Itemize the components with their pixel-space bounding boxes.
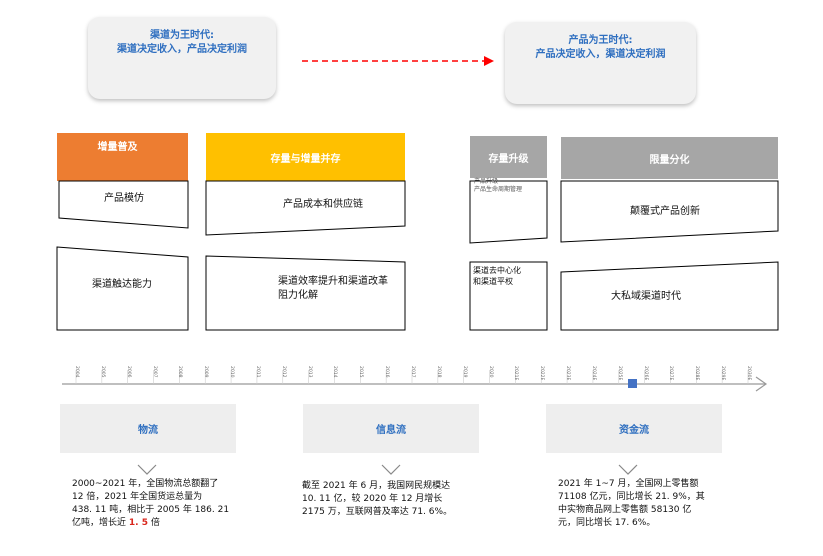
stage-3-channel-text: 渠道去中心化 和渠道平权 bbox=[473, 266, 521, 286]
stage-1-product-cell bbox=[58, 180, 189, 229]
stage-4-product-text: 颠覆式产品创新 bbox=[630, 206, 700, 217]
timeline-tick-label: 2026E bbox=[642, 366, 648, 381]
timeline-tick-label: 2028E bbox=[694, 366, 700, 381]
stage-1-channel-cell bbox=[56, 246, 189, 331]
timeline-tick-label: 2008 bbox=[177, 366, 183, 378]
stage-header-4 bbox=[561, 137, 778, 179]
flow-information-description: 截至 2021 年 6 月，我国网民规模达 10. 11 亿，较 2020 年 … bbox=[302, 481, 453, 517]
timeline-tick-label: 2018 bbox=[435, 366, 441, 378]
timeline-tick-label: 2016 bbox=[384, 366, 390, 378]
timeline-tick-label: 2011 bbox=[254, 366, 260, 378]
timeline-tick-label: 2024E bbox=[590, 366, 596, 381]
stage-4-channel-cell bbox=[560, 261, 779, 331]
timeline-tick-label: 2015 bbox=[358, 366, 364, 378]
chevron-down-icon bbox=[137, 464, 157, 475]
stage-header-3 bbox=[470, 136, 547, 178]
timeline-tick-label: 2019 bbox=[461, 366, 467, 378]
timeline-tick-label: 2022E bbox=[539, 366, 545, 381]
flow-box-information: 信息流 bbox=[303, 404, 479, 453]
era-title: 渠道为王时代: bbox=[150, 30, 214, 41]
stage-3-channel-cell bbox=[469, 261, 548, 331]
stage-2-product-text: 产品成本和供应链 bbox=[283, 199, 363, 210]
stage-header-1 bbox=[57, 133, 188, 181]
era-box-product: 产品为王时代: 产品决定收入，渠道决定利润 bbox=[505, 22, 696, 104]
timeline-tick-label: 2029E bbox=[720, 366, 726, 381]
timeline-tick-label: 2030E bbox=[746, 366, 751, 381]
chevron-down-icon bbox=[618, 464, 638, 475]
timeline-tick-label: 2014 bbox=[332, 366, 338, 378]
flow-box-logistics: 物流 bbox=[60, 404, 236, 453]
timeline-tick-label: 2013 bbox=[306, 366, 312, 378]
era-arrow-head bbox=[484, 56, 494, 66]
timeline-ticks bbox=[75, 370, 749, 384]
timeline-tick-label: 2007 bbox=[151, 366, 157, 378]
timeline-tick-label: 2010 bbox=[229, 366, 235, 378]
stage-1-product-text: 产品模仿 bbox=[104, 193, 144, 204]
stage-4-product-cell bbox=[560, 180, 779, 243]
flow-capital-description: 2021 年 1~7 月，全国网上零售额 71108 亿元，同比增长 21. 9… bbox=[558, 479, 705, 528]
stage-3-product-note: 产品升级 产品生命周期管理 bbox=[474, 178, 523, 193]
stage-4-channel-text: 大私域渠道时代 bbox=[611, 291, 681, 302]
era-title: 产品为王时代: bbox=[568, 35, 633, 46]
stage-title: 限量分化 bbox=[649, 154, 690, 166]
chevron-down-icon bbox=[381, 464, 401, 475]
timeline-tick-label: 2009 bbox=[203, 366, 209, 378]
timeline-tick-label: 2021E bbox=[513, 366, 519, 381]
timeline-tick-label: 2025E bbox=[616, 366, 622, 381]
timeline-tick-label: 2017 bbox=[410, 366, 415, 378]
timeline-tick-label: 2005 bbox=[99, 366, 105, 378]
timeline-tick-label: 2023E bbox=[565, 366, 571, 381]
stage-3-product-cell bbox=[469, 180, 548, 244]
timeline-current-marker bbox=[628, 379, 637, 388]
timeline-tick-label: 2004 bbox=[74, 366, 79, 378]
stage-2-product-cell bbox=[205, 180, 406, 236]
stage-header-2 bbox=[206, 133, 405, 181]
era-subtitle: 渠道决定收入，产品决定利润 bbox=[117, 44, 247, 55]
flow-logistics-description: 2000~2021 年，全国物流总额翻了 12 倍，2021 年全国货运总量为 … bbox=[72, 479, 230, 528]
timeline-tick-label: 2027E bbox=[668, 366, 674, 381]
growth-highlight: 1. 5 bbox=[128, 518, 148, 528]
era-box-channel: 渠道为王时代: 渠道决定收入，产品决定利润 bbox=[88, 17, 276, 99]
stage-1-channel-text: 渠道触达能力 bbox=[92, 279, 152, 290]
timeline-tick-label: 2012 bbox=[280, 366, 286, 378]
flow-box-capital: 资金流 bbox=[546, 404, 722, 453]
stage-title: 存量与增量并存 bbox=[270, 153, 341, 165]
stage-2-channel-text: 渠道效率提升和渠道改革 阻力化解 bbox=[278, 276, 388, 301]
stage-title: 存量升级 bbox=[488, 153, 529, 165]
timeline-tick-label: 2020 bbox=[487, 366, 493, 378]
timeline-arrow-head bbox=[755, 376, 768, 392]
era-subtitle: 产品决定收入，渠道决定利润 bbox=[535, 49, 666, 60]
stage-title: 增量普及 bbox=[97, 141, 138, 153]
timeline-tick-label: 2006 bbox=[125, 366, 131, 378]
stage-2-channel-cell bbox=[205, 255, 406, 331]
